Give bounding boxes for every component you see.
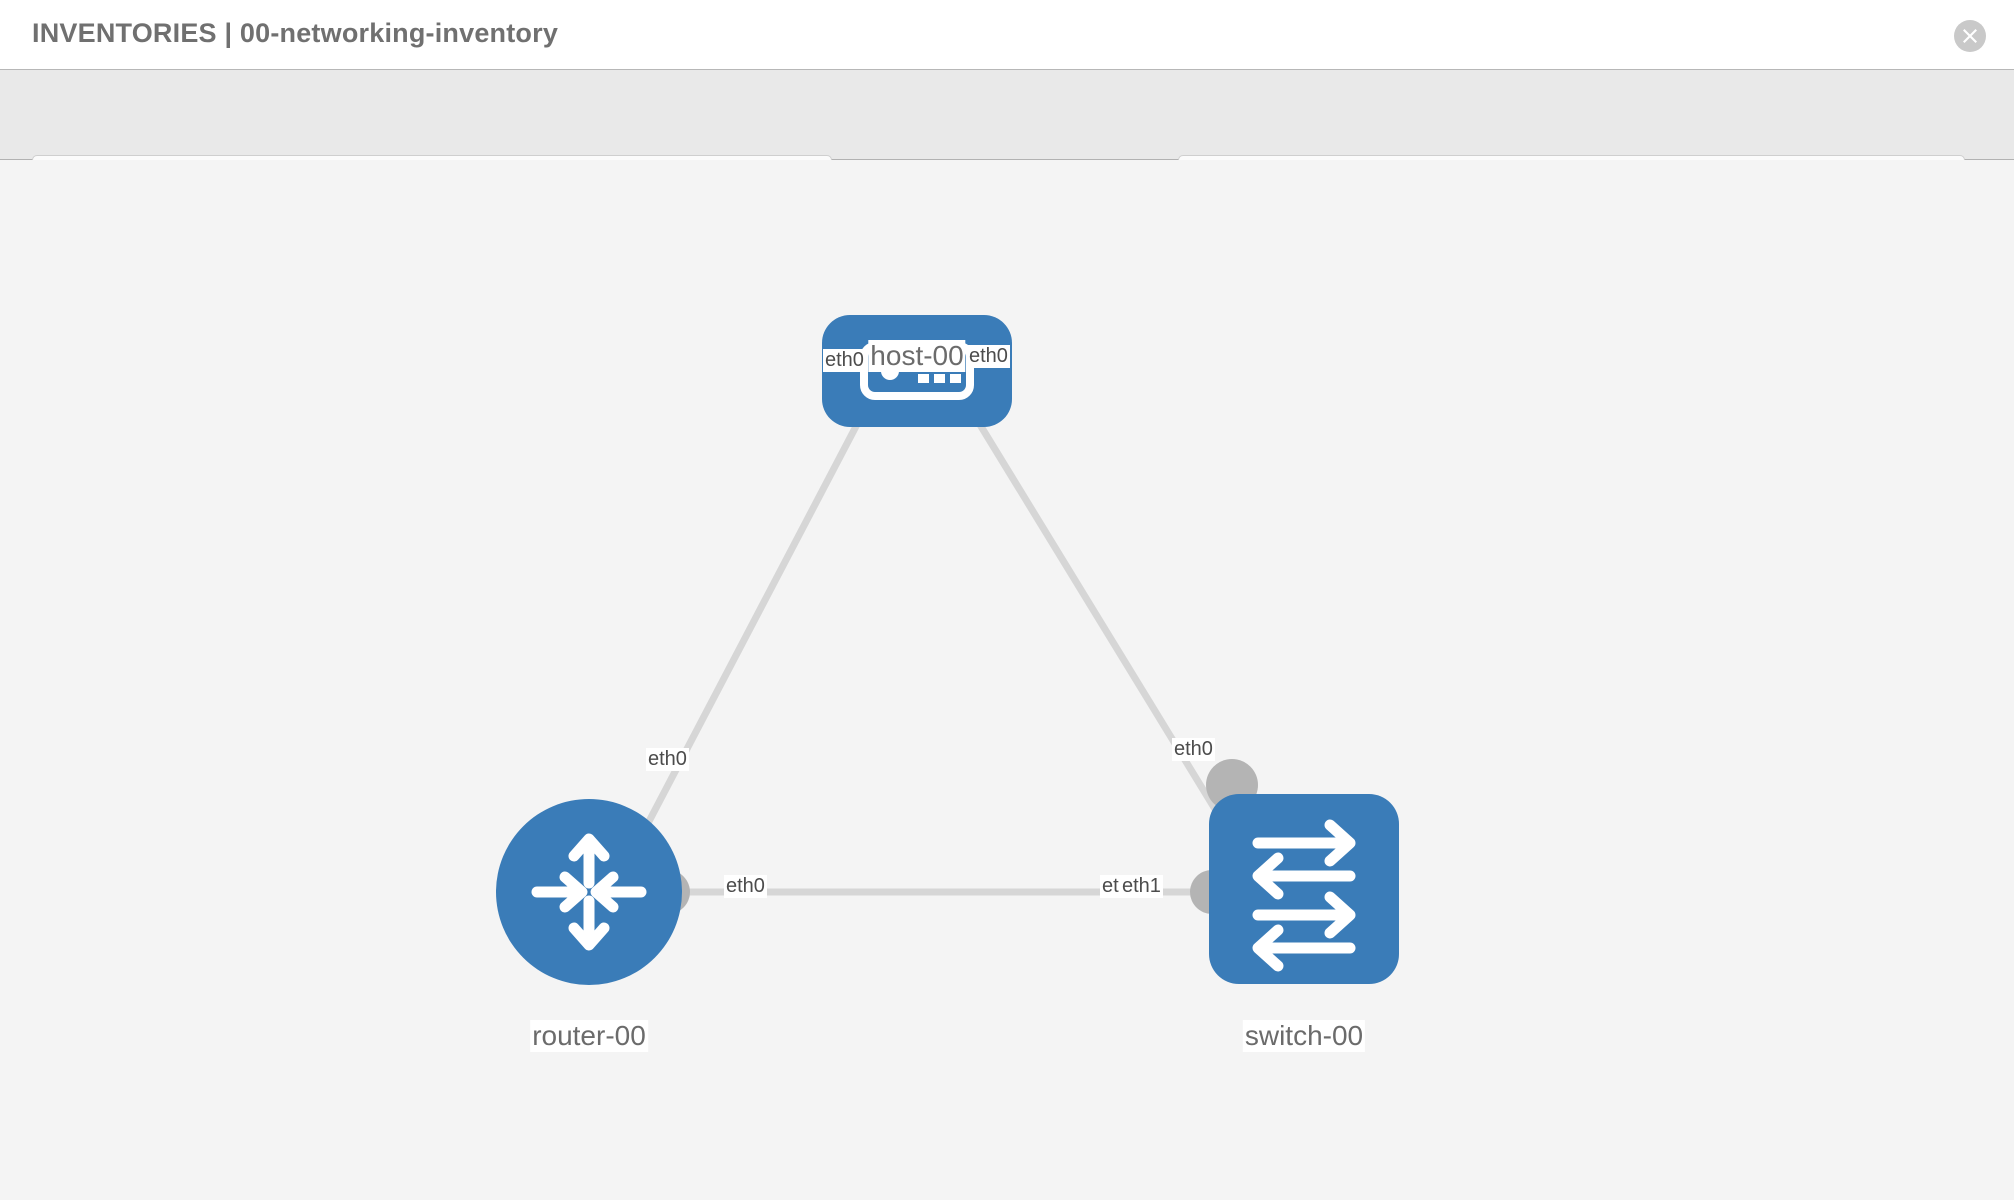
node-router-00[interactable]: [496, 799, 682, 985]
topology-graph: [496, 315, 1399, 985]
iface-label-host00-eth0-right: eth0: [967, 345, 1010, 368]
iface-label-switch00-eth1: eth1: [1120, 875, 1163, 898]
toolbar: ACTIONS SEARCH: [0, 70, 2014, 215]
iface-label-switch00-eth0-up: eth0: [1172, 738, 1215, 761]
close-icon[interactable]: [1954, 20, 1986, 52]
switch-arrows-icon: [1252, 819, 1356, 972]
link-host00-router00[interactable]: [630, 390, 878, 852]
iface-label-router00-eth0-right: eth0: [724, 875, 767, 898]
topology-connectors: [646, 352, 1258, 914]
node-label-host-00: host-00: [868, 340, 966, 373]
node-label-router-00: router-00: [530, 1020, 648, 1053]
iface-label-host00-eth0-left: eth0: [823, 349, 866, 372]
link-host00-switch00[interactable]: [957, 390, 1243, 852]
node-label-switch-00: switch-00: [1242, 1020, 1366, 1053]
topology-links: [630, 390, 1243, 896]
node-switch-00[interactable]: [1209, 794, 1399, 984]
iface-label-router00-eth0-up: eth0: [646, 748, 689, 771]
page-header: INVENTORIES | 00-networking-inventory: [0, 0, 2014, 70]
router-arrows-icon: [531, 833, 647, 951]
topology-canvas[interactable]: eth0 eth0 eth0 eth0 eth0 eth0 eth1 host-…: [0, 160, 2014, 1200]
page-title: INVENTORIES | 00-networking-inventory: [32, 18, 559, 48]
